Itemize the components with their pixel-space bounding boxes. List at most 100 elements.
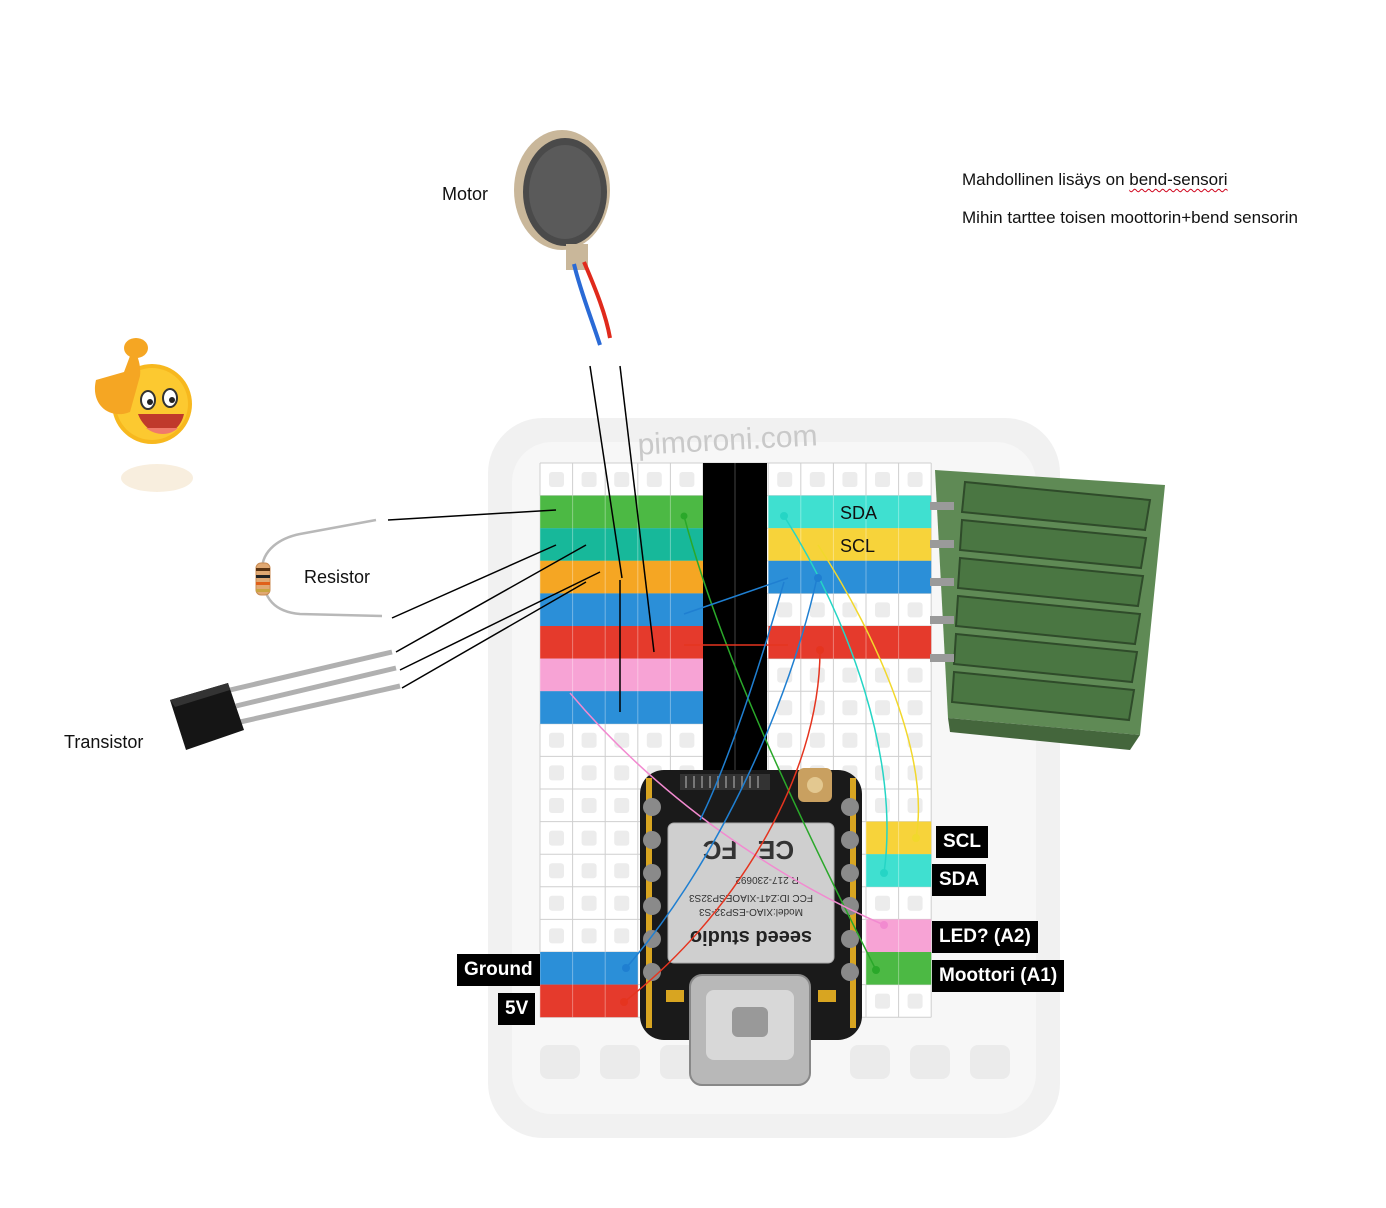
row-teal-left bbox=[540, 528, 703, 561]
breadboard-hole bbox=[907, 700, 923, 716]
breadboard-hole bbox=[679, 472, 695, 487]
breadboard-hole bbox=[614, 765, 630, 781]
row-blue-right bbox=[768, 560, 932, 594]
row-ground-pin bbox=[540, 952, 638, 985]
breadboard-hole bbox=[614, 798, 630, 813]
row-red-left bbox=[540, 626, 703, 659]
breadboard-hole bbox=[549, 732, 564, 748]
breadboard-hole bbox=[842, 700, 858, 716]
breadboard-hole bbox=[549, 798, 564, 813]
breadboard-hole bbox=[581, 830, 597, 846]
breadboard-hole bbox=[549, 765, 564, 781]
header-connector-icon bbox=[930, 470, 1165, 750]
breadboard-hole bbox=[907, 472, 923, 487]
breadboard-hole bbox=[614, 928, 630, 944]
tag-scl: SCL bbox=[936, 826, 988, 858]
breadboard-hole bbox=[581, 472, 597, 487]
board-brand: seeed studio bbox=[690, 926, 812, 948]
wire-endpoints bbox=[620, 512, 920, 1006]
breadboard-hole bbox=[614, 895, 630, 911]
board-pins-left bbox=[643, 798, 661, 981]
xiao-esp32-board: seeed studio Model:XIAO-ESP32-S3 FCC ID:… bbox=[640, 768, 862, 1086]
breadboard-hole bbox=[809, 667, 825, 683]
wire-yellow-scl bbox=[817, 544, 920, 839]
row-blue-left-2 bbox=[540, 691, 703, 724]
board-cert: R 217-230692 bbox=[735, 874, 799, 885]
breadboard-hole bbox=[907, 895, 923, 911]
row-sda-right bbox=[768, 495, 932, 529]
breadboard-hole bbox=[809, 602, 825, 618]
row-pink-left bbox=[540, 658, 703, 692]
note-line-1-underlined: bend-sensori bbox=[1129, 170, 1228, 189]
board-pins-right bbox=[841, 798, 859, 981]
wire-cyan-sda bbox=[783, 515, 888, 874]
breadboard-hole bbox=[875, 667, 890, 683]
tag-led: LED? (A2) bbox=[932, 921, 1038, 953]
tag-5v: 5V bbox=[498, 993, 536, 1025]
board-model: Model:XIAO-ESP32-S3 bbox=[699, 906, 803, 917]
breadboard-hole bbox=[581, 863, 597, 879]
row-label-scl: SCL bbox=[840, 536, 876, 556]
wire-blue-ground bbox=[625, 577, 818, 969]
row-scl-pin bbox=[866, 821, 932, 855]
motor-icon bbox=[514, 130, 612, 346]
breadboard-hole bbox=[581, 765, 597, 781]
breadboard-hole bbox=[614, 732, 630, 748]
breadboard-hole bbox=[907, 732, 923, 748]
breadboard-hole bbox=[549, 895, 564, 911]
breadboard-hole bbox=[581, 732, 597, 748]
wire-blue-bridge bbox=[683, 577, 789, 615]
row-red-right bbox=[768, 626, 932, 659]
tag-ground: Ground bbox=[457, 954, 540, 986]
breadboard-hole bbox=[549, 472, 564, 487]
wire-red-5v bbox=[623, 649, 821, 1003]
breadboard-hole bbox=[875, 993, 890, 1009]
jumper-wires bbox=[569, 515, 920, 1003]
breadboard-hole bbox=[549, 928, 564, 944]
breadboard-hole bbox=[809, 472, 825, 487]
breadboard-hole bbox=[581, 928, 597, 944]
breadboard-hole bbox=[581, 798, 597, 813]
note-line-1-prefix: Mahdollinen lisäys on bbox=[962, 170, 1130, 189]
component-leads bbox=[387, 365, 655, 712]
breadboard-hole bbox=[842, 472, 858, 487]
breadboard-hole bbox=[907, 667, 923, 683]
wire-pink-led bbox=[569, 692, 885, 926]
breadboard-hole bbox=[777, 732, 793, 748]
breadboard-hole bbox=[809, 700, 825, 716]
breadboard-hole bbox=[581, 895, 597, 911]
breadboard-hole bbox=[875, 602, 890, 618]
breadboard-hole bbox=[679, 732, 695, 748]
tag-sda: SDA bbox=[932, 864, 987, 896]
wire-green-motor bbox=[683, 515, 877, 971]
row-sda-pin bbox=[866, 854, 932, 887]
breadboard-hole bbox=[842, 667, 858, 683]
motor-label: Motor bbox=[442, 184, 489, 204]
note-line-1: Mahdollinen lisäys on bend-sensori bbox=[962, 170, 1228, 190]
board-fcc: FCC ID:Z4T-XIAOESP32S3 bbox=[689, 892, 813, 903]
breadboard-hole bbox=[646, 732, 662, 748]
breadboard-hole bbox=[614, 472, 630, 487]
resistor-icon bbox=[255, 518, 383, 618]
breadboard-hole bbox=[842, 732, 858, 748]
tag-motor: Moottori (A1) bbox=[932, 960, 1065, 992]
breadboard-hole bbox=[875, 700, 890, 716]
breadboard-hole bbox=[907, 798, 923, 813]
resistor-label: Resistor bbox=[304, 567, 371, 587]
breadboard-hole bbox=[875, 895, 890, 911]
breadboard-hole bbox=[777, 700, 793, 716]
breadboard-hole bbox=[842, 602, 858, 618]
board-footer-pads bbox=[540, 1045, 1010, 1079]
breadboard-hole bbox=[549, 863, 564, 879]
breadboard-hole bbox=[549, 830, 564, 846]
breadboard-hole bbox=[907, 993, 923, 1009]
breadboard-hole bbox=[614, 830, 630, 846]
breadboard-hole bbox=[777, 472, 793, 487]
breadboard-hole bbox=[875, 472, 890, 487]
row-green-left bbox=[540, 495, 703, 529]
breadboard-hole bbox=[907, 602, 923, 618]
transistor-icon bbox=[170, 649, 401, 750]
breadboard-hole bbox=[875, 798, 890, 813]
row-led-pin bbox=[866, 919, 932, 952]
